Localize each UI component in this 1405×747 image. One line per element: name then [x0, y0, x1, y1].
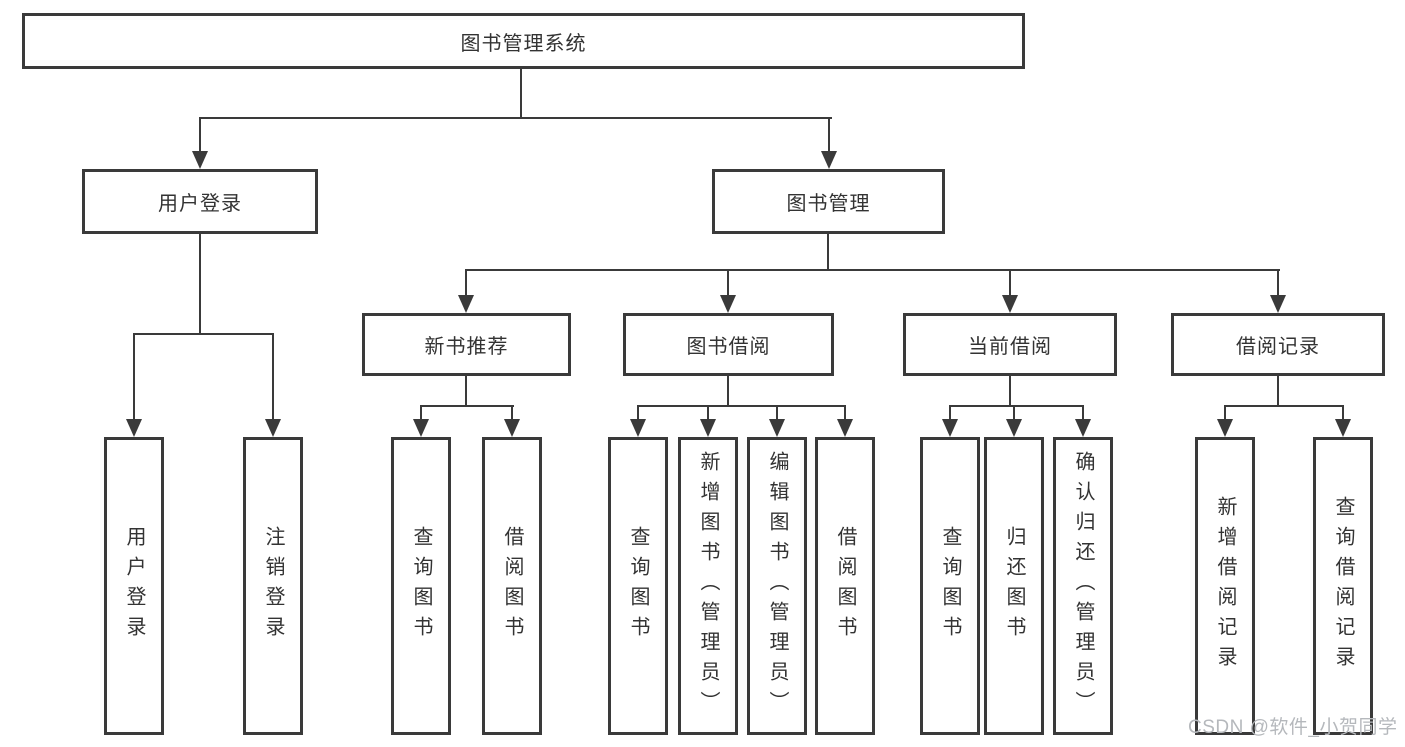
- connector-records-stem: [1277, 376, 1279, 407]
- connector-drop-leaf: [776, 405, 778, 421]
- connector-drop-module: [727, 269, 729, 297]
- connector-drop-leaf: [1342, 405, 1344, 421]
- node-label: 借阅记录: [1236, 336, 1320, 358]
- arrowhead-down-icon: [1217, 419, 1233, 437]
- leaf-borrow-books: 借阅图书: [815, 437, 875, 735]
- connector-records-crossbar: [1224, 405, 1344, 407]
- leaf-user-login: 用户登录: [104, 437, 164, 735]
- leaf-confirm-return-admin: 确认归还（管理员）: [1053, 437, 1113, 735]
- arrowhead-down-icon: [1002, 295, 1018, 313]
- leaf-add-borrow-record: 新增借阅记录: [1195, 437, 1255, 735]
- connector-userlogin-crossbar: [133, 333, 274, 335]
- connector-newbook-stem: [465, 376, 467, 407]
- connector-drop-leaf: [133, 333, 135, 420]
- connector-current-crossbar: [949, 405, 1084, 407]
- leaf-label: 借阅图书: [501, 526, 523, 646]
- leaf-label: 查询图书: [410, 526, 432, 646]
- leaf-label: 借阅图书: [834, 526, 856, 646]
- connector-drop-leaf: [1013, 405, 1015, 421]
- leaf-label: 确认归还（管理员）: [1072, 451, 1094, 721]
- leaf-label: 查询图书: [627, 526, 649, 646]
- arrowhead-down-icon: [504, 419, 520, 437]
- connector-drop-module: [465, 269, 467, 297]
- node-label: 图书管理: [786, 193, 871, 215]
- node-label: 当前借阅: [968, 336, 1052, 358]
- node-book-management-branch: 图书管理: [712, 169, 945, 234]
- connector-root-crossbar: [199, 117, 832, 119]
- connector-drop-module: [1009, 269, 1011, 297]
- arrowhead-down-icon: [942, 419, 958, 437]
- leaf-label: 用户登录: [123, 526, 145, 646]
- connector-current-stem: [1009, 376, 1011, 407]
- leaf-query-books-borrow: 查询图书: [608, 437, 668, 735]
- connector-drop-leaf: [1224, 405, 1226, 421]
- connector-root-stem: [520, 69, 522, 118]
- arrowhead-down-icon: [413, 419, 429, 437]
- arrowhead-down-icon: [1270, 295, 1286, 313]
- arrowhead-down-icon: [821, 151, 837, 169]
- connector-drop-leaf: [511, 405, 513, 421]
- csdn-watermark: CSDN @软件_小贺同学: [1188, 717, 1398, 738]
- connector-userlogin-stem: [199, 234, 201, 335]
- arrowhead-down-icon: [1006, 419, 1022, 437]
- leaf-label: 编辑图书（管理员）: [766, 451, 788, 721]
- arrowhead-down-icon: [837, 419, 853, 437]
- arrowhead-down-icon: [700, 419, 716, 437]
- node-label: 用户登录: [158, 193, 242, 215]
- leaf-edit-books-admin: 编辑图书（管理员）: [747, 437, 807, 735]
- leaf-label: 查询图书: [939, 526, 961, 646]
- node-book-borrow: 图书借阅: [623, 313, 834, 376]
- leaf-borrow-books-recommend: 借阅图书: [482, 437, 542, 735]
- connector-borrow-crossbar: [637, 405, 846, 407]
- leaf-label: 新增借阅记录: [1214, 496, 1236, 676]
- connector-bookmgmt-crossbar: [465, 269, 1280, 271]
- arrowhead-down-icon: [720, 295, 736, 313]
- leaf-return-books: 归还图书: [984, 437, 1044, 735]
- leaf-label: 归还图书: [1003, 526, 1025, 646]
- leaf-label: 新增图书（管理员）: [697, 451, 719, 721]
- connector-drop-user-login: [199, 117, 201, 152]
- arrowhead-down-icon: [126, 419, 142, 437]
- leaf-label: 注销登录: [262, 526, 284, 646]
- leaf-query-books-current: 查询图书: [920, 437, 980, 735]
- leaf-logout: 注销登录: [243, 437, 303, 735]
- node-current-borrow: 当前借阅: [903, 313, 1117, 376]
- arrowhead-down-icon: [630, 419, 646, 437]
- leaf-query-books-recommend: 查询图书: [391, 437, 451, 735]
- arrowhead-down-icon: [265, 419, 281, 437]
- node-borrow-records: 借阅记录: [1171, 313, 1385, 376]
- arrowhead-down-icon: [1075, 419, 1091, 437]
- arrowhead-down-icon: [1335, 419, 1351, 437]
- connector-drop-leaf: [1082, 405, 1084, 421]
- node-label: 新书推荐: [424, 336, 509, 358]
- connector-drop-module: [1277, 269, 1279, 297]
- node-label: 图书管理系统: [460, 32, 587, 55]
- connector-drop-leaf: [272, 333, 274, 420]
- arrowhead-down-icon: [458, 295, 474, 313]
- leaf-add-books-admin: 新增图书（管理员）: [678, 437, 738, 735]
- connector-drop-leaf: [707, 405, 709, 421]
- node-new-book-recommend: 新书推荐: [362, 313, 571, 376]
- arrowhead-down-icon: [769, 419, 785, 437]
- connector-borrow-stem: [727, 376, 729, 407]
- connector-newbook-crossbar: [420, 405, 514, 407]
- node-root-library-system: 图书管理系统: [22, 13, 1025, 69]
- node-label: 图书借阅: [686, 336, 771, 358]
- arrowhead-down-icon: [192, 151, 208, 169]
- connector-drop-leaf: [949, 405, 951, 421]
- leaf-query-borrow-record: 查询借阅记录: [1313, 437, 1373, 735]
- connector-bookmgmt-stem: [827, 234, 829, 271]
- connector-drop-leaf: [844, 405, 846, 421]
- connector-drop-book-mgmt: [828, 117, 830, 152]
- node-user-login-branch: 用户登录: [82, 169, 318, 234]
- connector-drop-leaf: [420, 405, 422, 421]
- leaf-label: 查询借阅记录: [1332, 496, 1354, 676]
- connector-drop-leaf: [637, 405, 639, 421]
